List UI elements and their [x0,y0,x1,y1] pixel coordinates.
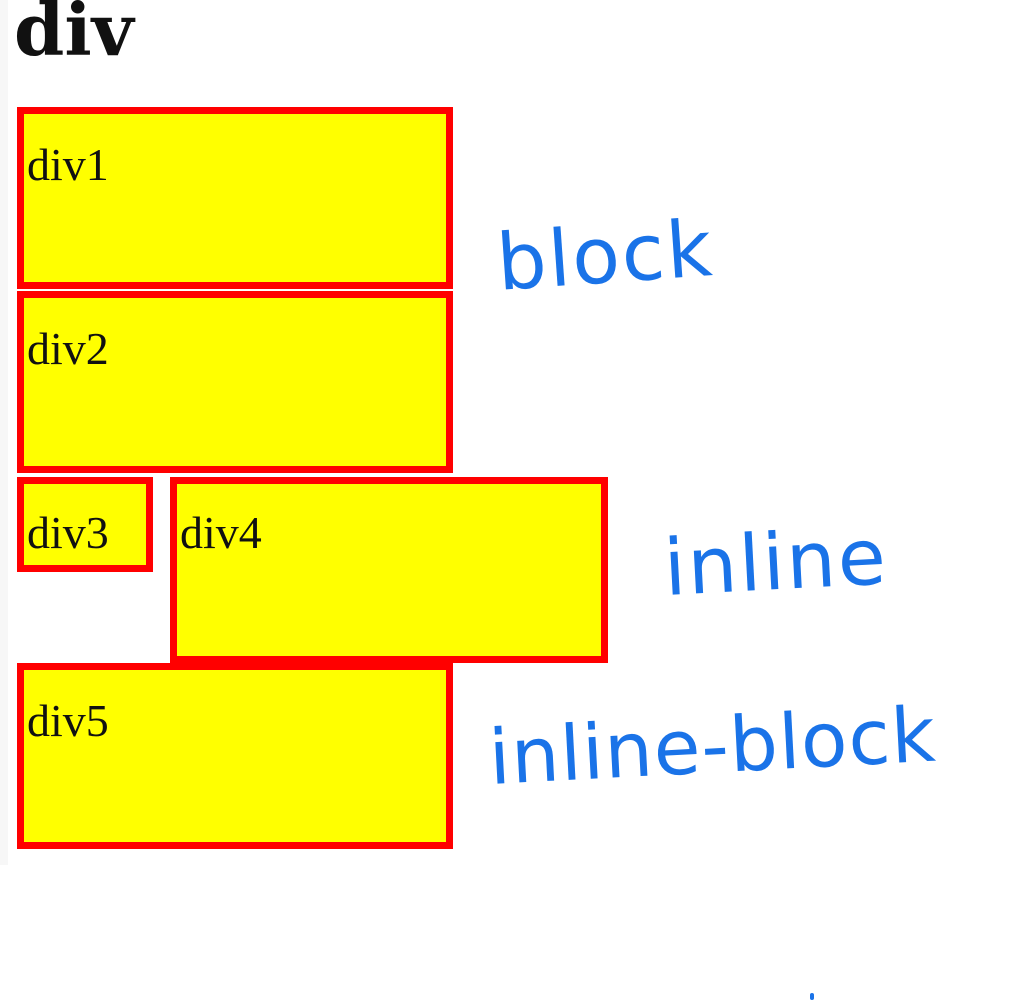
div2-box: div2 [17,291,453,473]
div3-label: div3 [27,507,109,558]
div5-label: div5 [27,695,109,746]
div3-box: div3 [17,477,153,572]
stray-pen-mark [810,993,814,1000]
div1-box: div1 [17,107,453,289]
browser-margin-strip [0,0,8,865]
div4-label: div4 [180,507,262,558]
annotation-block: block [493,203,717,309]
annotation-inline-block: inline-block [486,689,939,802]
div5-box: div5 [17,663,453,849]
div2-label: div2 [27,323,109,374]
div4-box: div4 [170,477,608,663]
div1-label: div1 [27,139,109,190]
page-heading: div [14,0,134,72]
annotation-inline: inline [661,512,890,614]
